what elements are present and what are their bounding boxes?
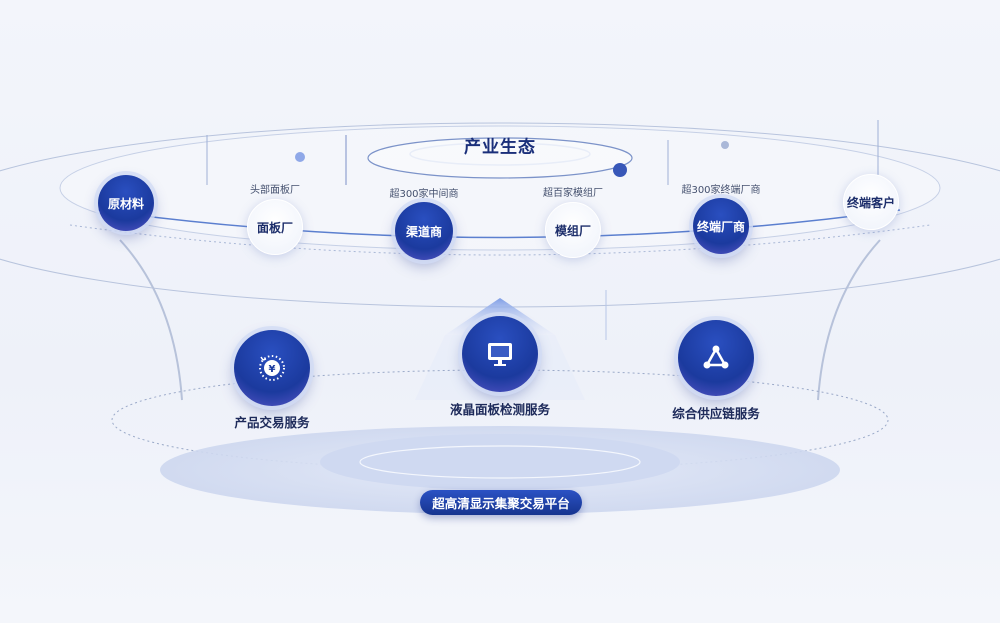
node-terminal-manufacturers: 终端厂商	[693, 198, 749, 254]
service-label: 综合供应链服务	[672, 406, 760, 421]
ecosystem-title: 产业生态	[464, 137, 536, 158]
service-label: 产品交易服务	[234, 415, 310, 430]
network-triangle-icon	[678, 320, 754, 396]
node-caption: 超百家模组厂	[543, 188, 603, 199]
node-panel-factory: 面板厂	[247, 199, 303, 255]
node-caption: 超300家中间商	[389, 189, 459, 200]
yen-cycle-icon: ¥	[234, 330, 310, 406]
service-label: 液晶面板检测服务	[449, 402, 551, 417]
node-caption: 超300家终端厂商	[681, 185, 761, 196]
node-end-customers: 终端客户	[843, 174, 899, 230]
node-caption: 头部面板厂	[250, 185, 300, 196]
node-raw-materials: 原材料	[98, 175, 154, 231]
platform-label: 超高清显示集聚交易平台	[420, 490, 582, 515]
node-module-factory: 模组厂	[545, 202, 601, 258]
svg-text:¥: ¥	[269, 364, 276, 375]
node-distributors: 渠道商	[395, 202, 453, 260]
monitor-icon	[462, 316, 538, 392]
